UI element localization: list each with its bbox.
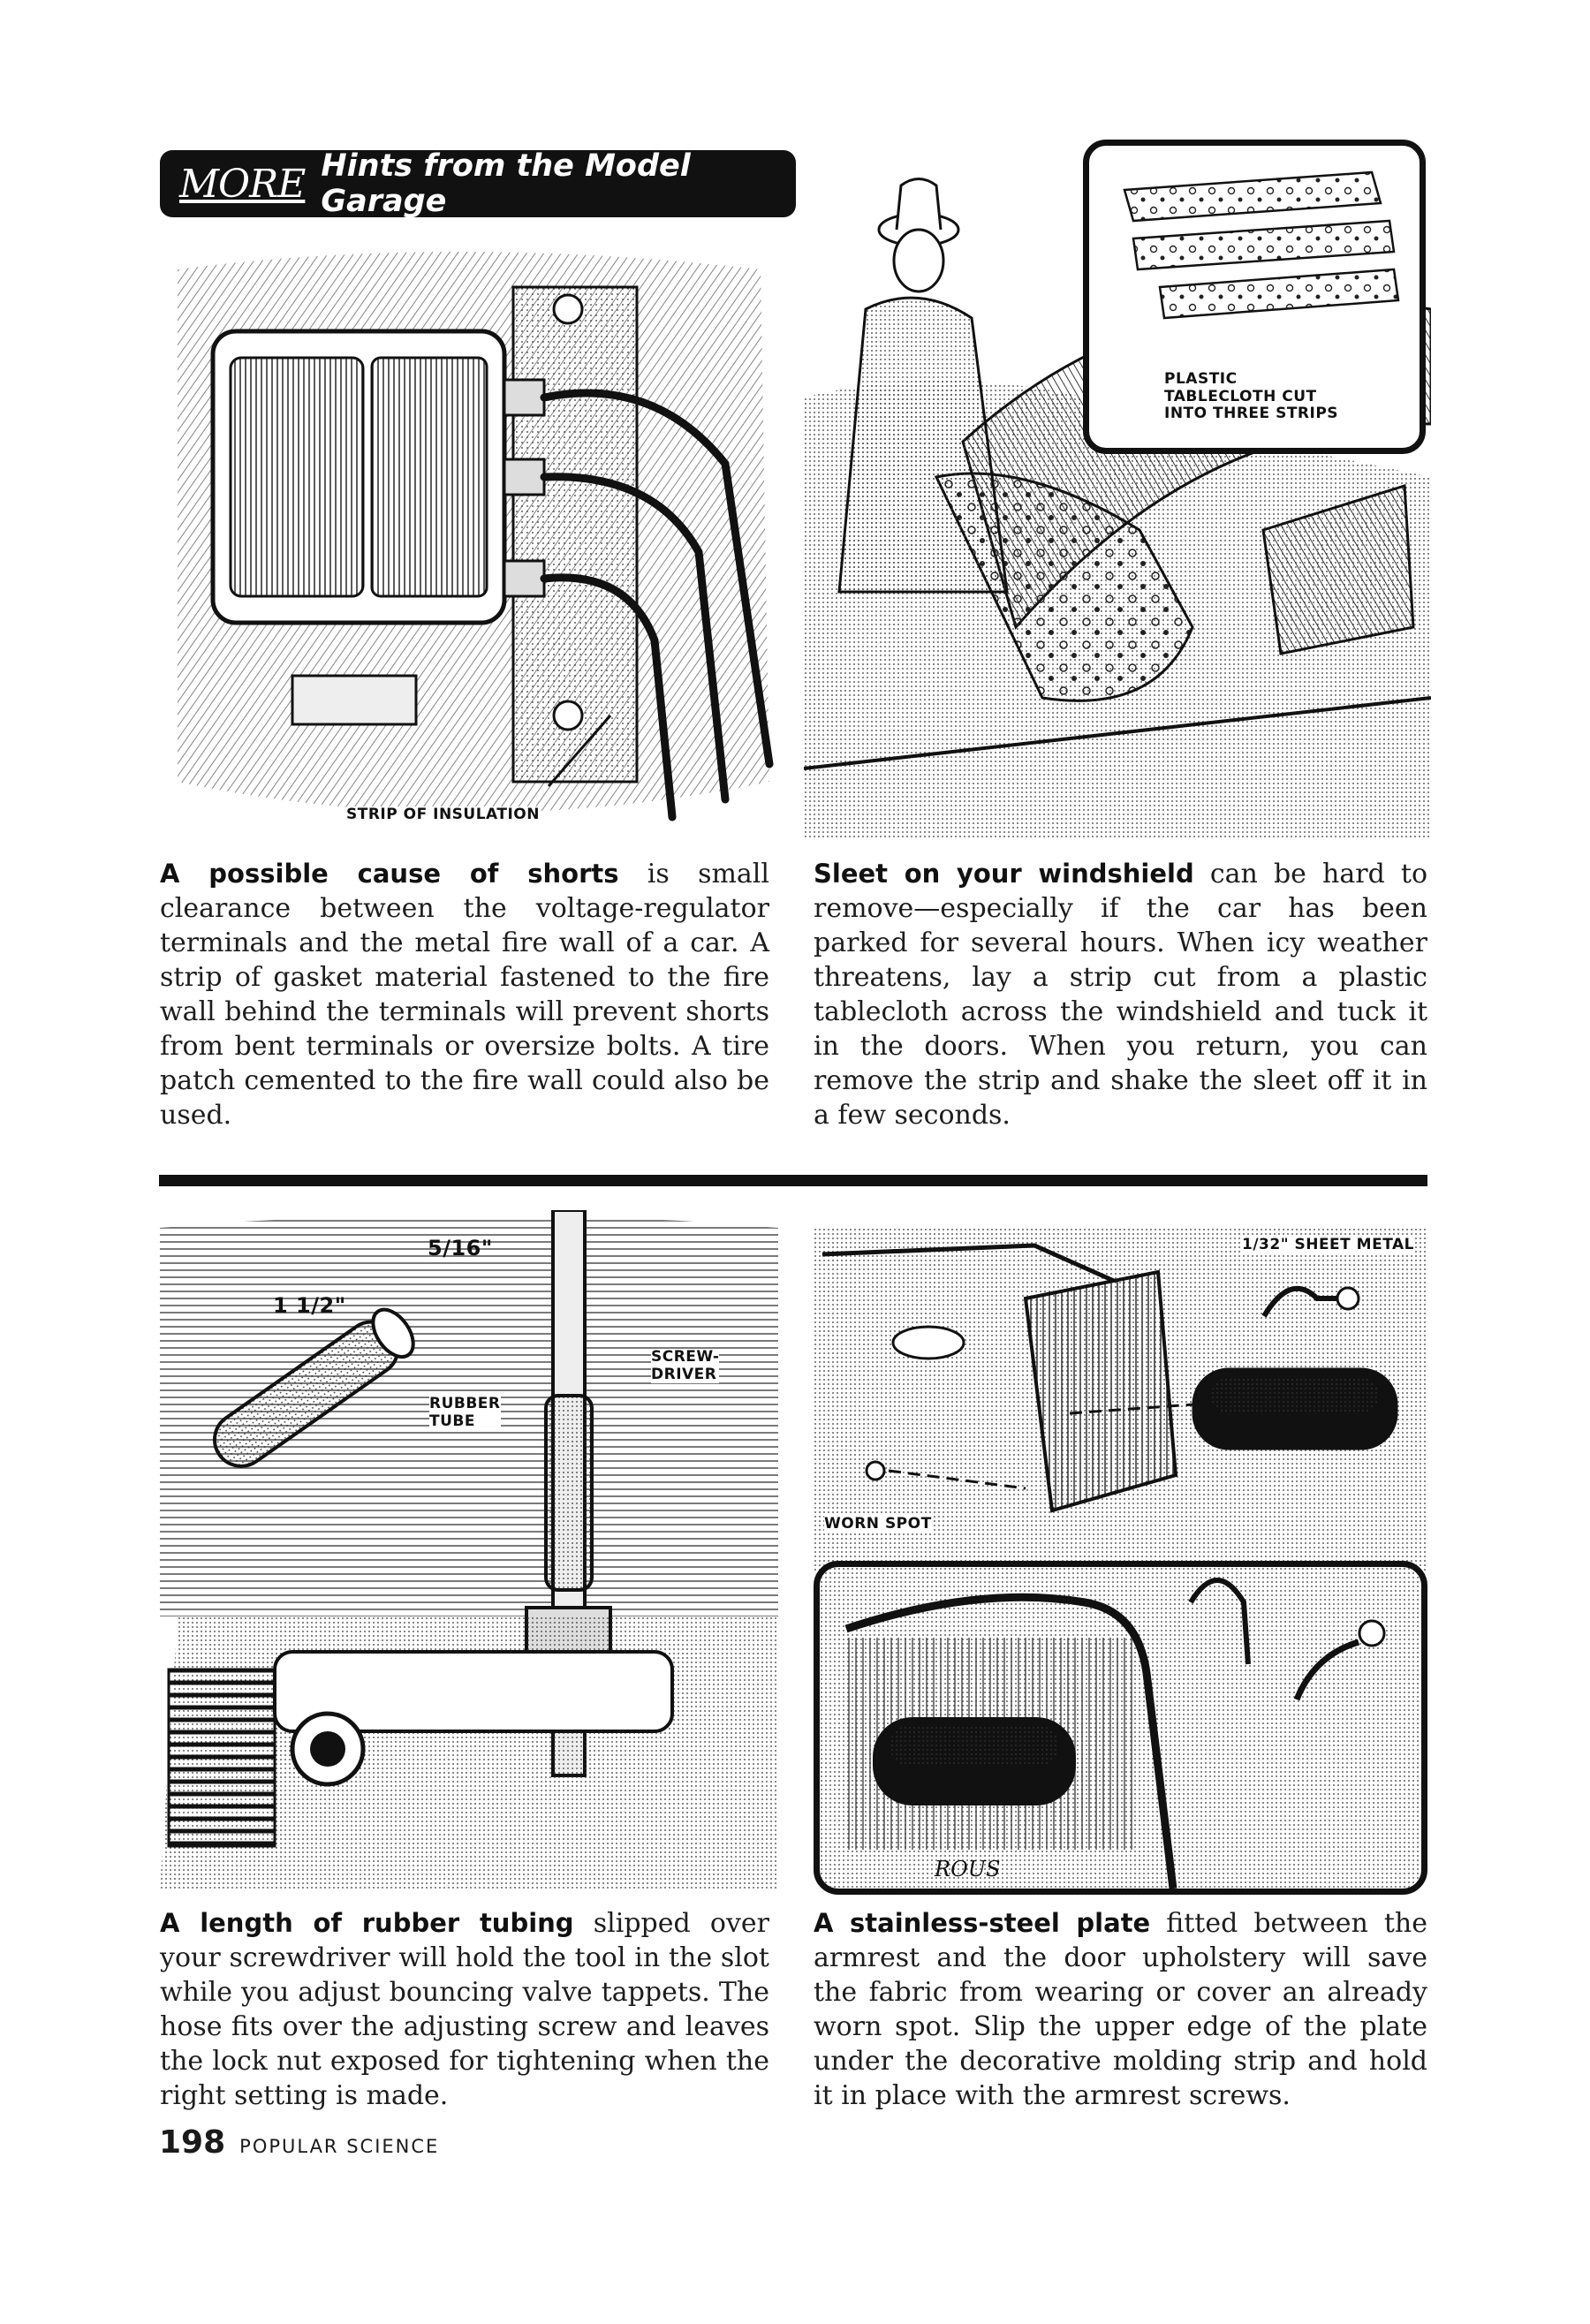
callout-worn-spot: WORN SPOT (824, 1515, 932, 1533)
callout-five-sixteenths: 5/16" (428, 1236, 493, 1260)
page-number: 198 (159, 2124, 226, 2161)
callout-screwdriver: SCREW- DRIVER (651, 1348, 720, 1384)
caption-rubber: A length of rubber tubing slipped over y… (160, 1906, 769, 2113)
page-footer: 198 POPULAR SCIENCE (159, 2124, 439, 2161)
caption-shorts-body: is small clearance between the voltage-r… (160, 859, 769, 1131)
callout-one-half: 1 1/2" (273, 1293, 346, 1318)
callout-plastic-tablecloth: PLASTIC TABLECLOTH CUT INTO THREE STRIPS (1164, 370, 1339, 423)
caption-steel-lead: A stainless-steel plate (814, 1908, 1151, 1938)
caption-rubber-body: slipped over your screwdriver will hold … (160, 1908, 769, 2111)
section-divider (159, 1175, 1427, 1186)
caption-sleet: Sleet on your windshield can be hard to … (814, 857, 1427, 1132)
callout-sheet-metal: 1/32" SHEET METAL (1242, 1236, 1414, 1254)
screwdriver-illustration (160, 1210, 778, 1890)
tablecloth-inset: PLASTIC TABLECLOTH CUT INTO THREE STRIPS (1083, 140, 1426, 454)
armrest-installed-illustration: ROUS (814, 1561, 1427, 1895)
magazine-name: POPULAR SCIENCE (239, 2136, 440, 2157)
caption-shorts: A possible cause of shorts is small clea… (160, 857, 769, 1132)
caption-rubber-lead: A length of rubber tubing (160, 1908, 574, 1938)
caption-sleet-lead: Sleet on your windshield (814, 859, 1194, 889)
caption-shorts-lead: A possible cause of shorts (160, 859, 619, 889)
banner-more: MORE (179, 161, 306, 207)
artist-signature: ROUS (934, 1857, 1000, 1881)
callout-strip-of-insulation: STRIP OF INSULATION (346, 806, 540, 824)
armrest-exploded-illustration (814, 1210, 1427, 1572)
caption-sleet-body: can be hard to remove—especially if the … (814, 859, 1428, 1131)
caption-steel-body: fitted between the armrest and the door … (814, 1908, 1427, 2111)
banner-title: Hints from the Model Garage (321, 148, 691, 219)
section-banner: MORE Hints from the Model Garage (160, 148, 796, 219)
callout-rubber-tube: RUBBER TUBE (429, 1395, 501, 1431)
voltage-regulator-illustration (160, 234, 778, 839)
caption-steel: A stainless-steel plate fitted between t… (814, 1906, 1427, 2113)
